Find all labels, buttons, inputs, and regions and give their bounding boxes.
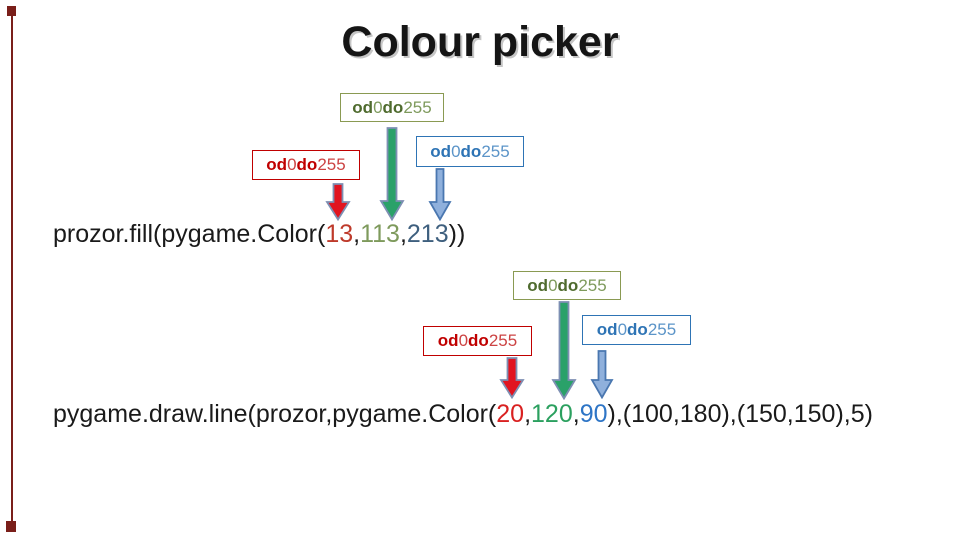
range-box-blue-2: od 0 do 255 [582, 315, 691, 345]
accent-bar-square-top [7, 6, 16, 16]
code-segment-blue-value: 90 [579, 400, 608, 428]
slide-title: Colour picker [341, 18, 619, 66]
code-segment-red-value: 13 [325, 220, 354, 248]
range-box-blue-1: od 0 do 255 [416, 136, 524, 167]
range-box-green-2: od 0 do 255 [513, 271, 621, 300]
code-segment: prozor.fill(pygame.Color( [53, 220, 326, 248]
down-arrow-icon-blue-2 [590, 350, 614, 399]
down-arrow-icon-red-2 [499, 357, 525, 399]
code-segment: pygame.draw.line(prozor,pygame.Color( [53, 400, 497, 428]
code-line-fill: prozor.fill(pygame.Color(13,113,213)) [53, 220, 466, 248]
range-box-red-1: od 0 do 255 [252, 150, 360, 180]
down-arrow-icon-green-2 [551, 301, 577, 400]
down-arrow-icon-green-1 [379, 127, 405, 221]
range-box-label: od [430, 141, 452, 161]
accent-bar-line [11, 16, 13, 521]
code-line-draw: pygame.draw.line(prozor,pygame.Color(20,… [53, 400, 873, 428]
code-segment-green-value: 120 [531, 400, 573, 428]
code-segment-red-value: 20 [496, 400, 525, 428]
down-arrow-icon-red-1 [325, 183, 351, 221]
code-segment-green-value: 113 [360, 220, 400, 248]
range-box-label: od [266, 155, 288, 174]
range-box-label: od [527, 275, 549, 295]
range-box-label: od [437, 331, 459, 350]
range-box-red-2: od 0 do 255 [423, 326, 532, 356]
code-segment-blue-value: 213 [406, 220, 449, 248]
range-box-label: od [596, 320, 618, 339]
range-box-green-1: od 0 do 255 [340, 93, 444, 122]
accent-bar-square-bottom [6, 521, 16, 532]
range-box-label: od [352, 97, 374, 117]
down-arrow-icon-blue-1 [428, 168, 452, 221]
